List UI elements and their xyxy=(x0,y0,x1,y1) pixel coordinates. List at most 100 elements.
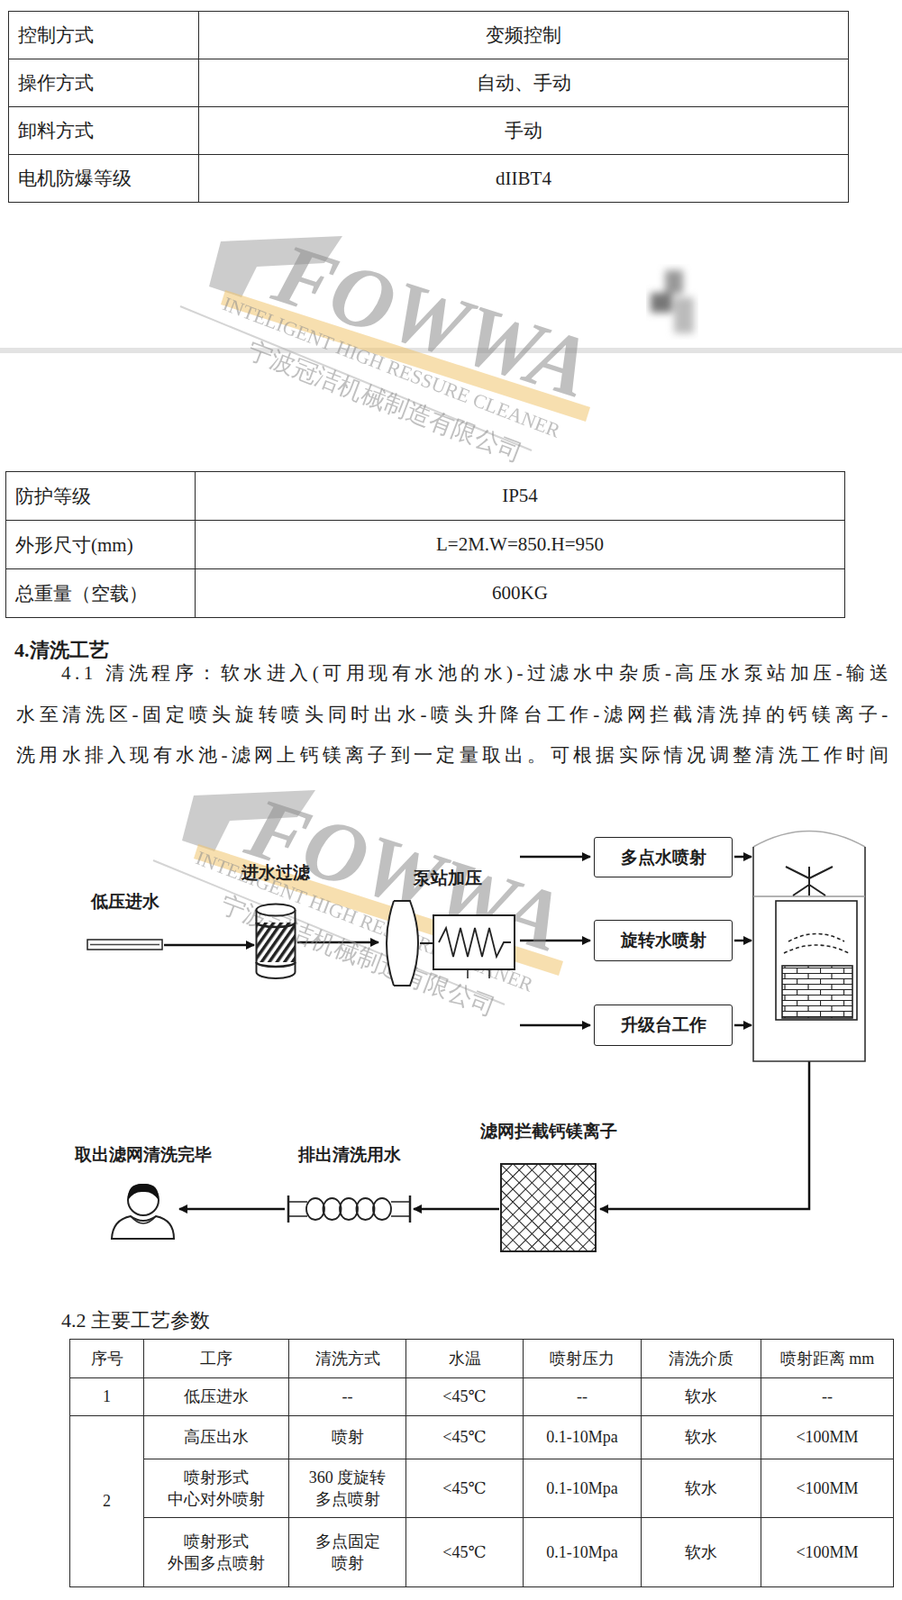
pipe-icon xyxy=(86,938,164,951)
inlet-pipe: 低压进水 xyxy=(86,938,164,951)
process-table-grid: 序号工序清洗方式水温喷射压力清洗介质喷射距离 mm 1低压进水--<45℃--软… xyxy=(69,1339,894,1588)
table-cell: 外形尺寸(mm) xyxy=(6,520,196,570)
path-part xyxy=(600,1061,810,1210)
table-cell: 控制方式 xyxy=(9,11,200,60)
table-cell: <45℃ xyxy=(406,1416,524,1460)
polygon-part xyxy=(209,236,343,298)
ellipse-part xyxy=(323,1198,342,1221)
table-cell: 0.1-10Mpa xyxy=(523,1459,642,1519)
path-part xyxy=(783,934,849,955)
table-cell: <100MM xyxy=(761,1416,894,1460)
cleaning-tank xyxy=(753,831,866,1063)
rect-part xyxy=(782,965,853,1019)
rect-part xyxy=(501,1164,596,1252)
col-part xyxy=(70,1339,145,1588)
table-cell: 0.1-10Mpa xyxy=(523,1518,642,1588)
watermark-text: 宁波冠洁机械制造有限公司 xyxy=(242,334,527,470)
watermark-text: FOWWA xyxy=(236,776,577,973)
table-cell: <100MM xyxy=(761,1459,894,1519)
path-part xyxy=(386,901,419,986)
tr-part: 防护等级IP54 xyxy=(6,472,846,521)
table-cell: 喷射形式 中心对外喷射 xyxy=(144,1459,290,1519)
table-cell: 防护等级 xyxy=(6,472,196,521)
path-part xyxy=(785,866,833,896)
drain-hose: 排出清洗用水 xyxy=(285,1193,413,1225)
circle-part xyxy=(127,1184,159,1216)
tbody-part: 控制方式变频控制 操作方式自动、手动 卸料方式手动 电机防爆等级dIIBT4 xyxy=(9,11,849,203)
line-part xyxy=(419,942,434,945)
table-header: 清洗介质 xyxy=(641,1339,762,1379)
tr-part: 喷射形式 中心对外喷射360 度旋转 多点喷射<45℃0.1-10Mpa软水<1… xyxy=(70,1459,894,1519)
pump-icon xyxy=(379,897,517,990)
box-label: 旋转水喷射 xyxy=(620,929,707,953)
table-cell: IP54 xyxy=(195,472,846,521)
paragraph-line: 4.1 清洗程序：软水进入(可用现有水池的水)-过滤水中杂质-高压水泵站加压-输… xyxy=(61,662,893,684)
node-label: 取出滤网清洗完毕 xyxy=(74,1143,212,1167)
table-cell: 喷射 xyxy=(289,1416,407,1460)
rect-part xyxy=(665,270,684,294)
spec-table: 控制方式变频控制 操作方式自动、手动 卸料方式手动 电机防爆等级dIIBT4 xyxy=(8,10,849,203)
table-cell: 低压进水 xyxy=(144,1378,290,1417)
watermark-text: FOWWA xyxy=(263,222,604,419)
table-cell: <45℃ xyxy=(406,1518,524,1588)
tr-part: 操作方式自动、手动 xyxy=(9,59,849,108)
page-seam xyxy=(0,347,902,354)
filter-screen: 滤网拦截钙镁离子 xyxy=(500,1163,597,1253)
rect-part xyxy=(674,297,694,334)
tr-part: 外形尺寸(mm)L=2M.W=850.H=950 xyxy=(6,520,846,570)
path-part xyxy=(519,1024,591,1028)
path-part xyxy=(288,1195,410,1223)
table-cell: -- xyxy=(761,1378,894,1417)
table-cell: 电机防爆等级 xyxy=(9,154,200,203)
table-cell: 1 xyxy=(70,1378,145,1417)
table-cell: L=2M.W=850.H=950 xyxy=(195,520,846,570)
node-label: 泵站加压 xyxy=(413,866,483,891)
table-cell: 600KG xyxy=(195,569,846,619)
path-part xyxy=(256,910,296,979)
rect-part xyxy=(433,915,515,970)
path-part xyxy=(519,856,591,859)
polygon-part xyxy=(193,844,564,976)
table-cell: 360 度旋转 多点喷射 xyxy=(289,1459,407,1519)
path-part xyxy=(127,1184,159,1201)
process-box: 多点水喷射 xyxy=(593,837,733,878)
watermark-logo xyxy=(0,554,875,1185)
table-cell: dIIBT4 xyxy=(199,154,849,203)
table-header: 序号 xyxy=(70,1339,145,1379)
path-part xyxy=(519,939,591,943)
scan-smudge xyxy=(650,270,694,334)
table-cell: 软水 xyxy=(641,1518,762,1588)
section-heading: 4.2 主要工艺参数 xyxy=(61,1307,210,1335)
rect-part xyxy=(87,939,163,950)
path-part xyxy=(753,831,866,848)
flow-arrow xyxy=(164,944,255,948)
tr-part: 总重量（空载）600KG xyxy=(6,569,846,619)
tbody-part: 防护等级IP54 外形尺寸(mm)L=2M.W=850.H=950 总重量（空载… xyxy=(6,472,846,619)
table-cell: 2 xyxy=(70,1416,145,1588)
table-cell: 软水 xyxy=(641,1459,762,1519)
path-part xyxy=(753,895,866,898)
table-header: 喷射距离 mm xyxy=(761,1339,894,1379)
path-part xyxy=(438,928,511,957)
person-icon xyxy=(107,1178,179,1240)
node-label: 滤网拦截钙镁离子 xyxy=(480,1120,618,1144)
polygon-part xyxy=(220,290,591,422)
table-cell: 卸料方式 xyxy=(9,107,200,155)
tr-part: 卸料方式手动 xyxy=(9,107,849,155)
watermark-text: 宁波冠洁机械制造有限公司 xyxy=(215,888,500,1024)
watermark-text: INTELIGENT HIGH RESSURE CLEANER xyxy=(219,291,564,443)
spec-table-grid: 防护等级IP54 外形尺寸(mm)L=2M.W=850.H=950 总重量（空载… xyxy=(5,471,846,619)
table-cell: 软水 xyxy=(641,1416,762,1460)
flow-arrow xyxy=(413,1208,500,1212)
path-part xyxy=(288,1202,410,1217)
table-header: 清洗方式 xyxy=(289,1339,407,1379)
table-cell: 0.1-10Mpa xyxy=(523,1416,642,1460)
polygon-part xyxy=(182,790,316,852)
section-heading: 4.清洗工艺 xyxy=(14,637,110,665)
tr-part: 2高压出水喷射<45℃0.1-10Mpa软水<100MM xyxy=(70,1416,894,1460)
tr-part: 序号工序清洗方式水温喷射压力清洗介质喷射距离 mm xyxy=(70,1339,894,1379)
ellipse-part xyxy=(356,1198,375,1221)
feed-arrows xyxy=(519,856,810,1210)
table-cell: -- xyxy=(523,1378,642,1417)
process-table: 序号工序清洗方式水温喷射压力清洗介质喷射距离 mm 1低压进水--<45℃--软… xyxy=(69,1339,893,1588)
